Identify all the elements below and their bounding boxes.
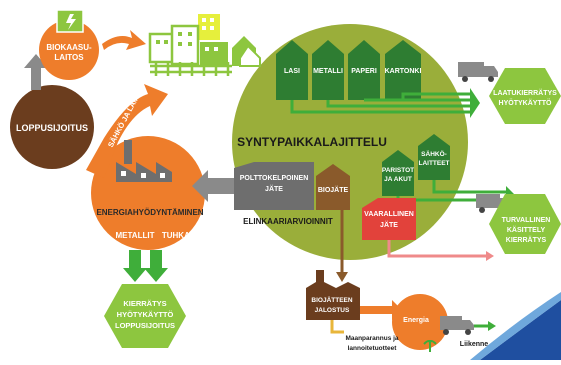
polttokelpoinen-house bbox=[234, 162, 314, 210]
metalli-house bbox=[312, 40, 344, 100]
kierratys-loppu-hexagon bbox=[104, 284, 186, 348]
elinkaari-label: ELINKAARIARVIOINNIT bbox=[243, 217, 333, 226]
lasi-house bbox=[276, 40, 308, 100]
arrow-tuhkat-down bbox=[144, 250, 168, 282]
kartonki-house bbox=[385, 40, 421, 100]
polttokelpoinen-label-1: POLTTOKELPOINEN bbox=[240, 175, 309, 182]
paristot-label-2: JA AKUT bbox=[384, 176, 412, 183]
laatukierratys-label-2: HYÖTYKÄYTTÖ bbox=[499, 98, 552, 107]
kierratys-loppu-label-3: LOPPUSIJOITUS bbox=[115, 321, 175, 330]
flow-line-vaarallinen bbox=[387, 240, 486, 258]
energia-label: Energia bbox=[403, 317, 429, 324]
biokaasulaitos-circle bbox=[39, 20, 99, 80]
biojatteen-label-1: BIOJÄTTEEN bbox=[311, 296, 352, 304]
biokaasu-building-icon bbox=[56, 9, 84, 33]
turvallinen-label-1: TURVALLINEN bbox=[502, 217, 551, 224]
biojatteen-factory bbox=[306, 270, 360, 320]
arrow-jalostus-to-energia bbox=[360, 300, 402, 320]
syntypaikka-label: SYNTYPAIKKALAJITTELU bbox=[237, 135, 387, 149]
paperi-label: PAPERI bbox=[351, 68, 377, 75]
arrow-vaarallinen-right bbox=[486, 251, 494, 261]
sahkolaitteet-house bbox=[418, 134, 450, 180]
paristot-label-1: PARISTOT bbox=[382, 167, 414, 174]
arrow-poltto-to-energy bbox=[192, 170, 234, 202]
truck-icon-top bbox=[458, 62, 498, 82]
biokaasulaitos-label-2: LAITOS bbox=[54, 53, 84, 62]
laatukierratys-label-1: LAATUKIERRÄTYS bbox=[493, 89, 557, 97]
kierratys-loppu-label-2: HYÖTYKÄYTTÖ bbox=[117, 310, 174, 319]
biokaasulaitos-label-1: BIOKAASU- bbox=[46, 43, 92, 52]
kartonki-label: KARTONKI bbox=[385, 68, 422, 75]
energia-circle bbox=[392, 294, 448, 350]
tuhkat-label: TUHKAT bbox=[162, 231, 194, 240]
turvallinen-label-2: KÄSITTELY bbox=[507, 226, 546, 234]
maanparannus-label-1: Maanparannus ja bbox=[345, 335, 398, 342]
kierratys-loppu-label-1: KIERRÄTYS bbox=[123, 299, 166, 308]
arrow-liikenne-head bbox=[488, 321, 496, 331]
biojatteen-label-2: JALOSTUS bbox=[315, 307, 350, 314]
biojate-house bbox=[316, 164, 350, 210]
liikenne-label: Liikenne bbox=[460, 341, 489, 348]
arrow-biokaasu-to-houses bbox=[102, 30, 146, 50]
turvallinen-hexagon bbox=[489, 194, 561, 254]
arrow-jalostus-to-maanparannus bbox=[330, 320, 344, 334]
loppusijoitus-label: LOPPUSIJOITUS bbox=[16, 123, 88, 133]
polttokelpoinen-label-2: JÄTE bbox=[265, 185, 283, 193]
turvallinen-label-3: KIERRÄTYS bbox=[506, 236, 547, 244]
sahkolaitteet-label-2: LAITTEET bbox=[418, 160, 449, 167]
arrow-biojate-down bbox=[336, 272, 348, 282]
power-plant-icon bbox=[116, 140, 172, 182]
arrow-metallit-down bbox=[123, 250, 147, 282]
corner-swoosh bbox=[480, 300, 561, 360]
maanparannus-label-2: lannoitetuotteet bbox=[348, 345, 398, 352]
vaarallinen-house bbox=[362, 198, 416, 240]
sahkolaitteet-label-1: SÄHKÖ- bbox=[421, 149, 447, 158]
arrow-to-laatukierratys bbox=[470, 88, 480, 118]
energiahyodyntaminen-label: ENERGIAHYÖDYNTÄMINEN bbox=[96, 208, 203, 217]
paristot-house bbox=[382, 150, 414, 196]
biojate-label: BIOJÄTE bbox=[318, 186, 349, 194]
paperi-house bbox=[348, 40, 380, 100]
plant-icon bbox=[423, 340, 437, 352]
corner-swoosh-accent bbox=[470, 292, 561, 360]
truck-icon-bottom bbox=[440, 316, 474, 335]
metallit-label: METALLIT bbox=[116, 231, 155, 240]
arrow-energy-to-town bbox=[86, 84, 168, 178]
sorting-houses bbox=[276, 40, 421, 100]
loppusijoitus-circle bbox=[10, 85, 94, 169]
metalli-label: METALLI bbox=[313, 68, 343, 75]
laatukierratys-hexagon bbox=[489, 68, 561, 124]
town-buildings-icon bbox=[148, 14, 261, 76]
lasi-label: LASI bbox=[284, 68, 300, 75]
vaarallinen-label-2: JÄTE bbox=[380, 221, 398, 229]
flow-lines-sorting bbox=[290, 92, 470, 114]
vaarallinen-label-1: VAARALLINEN bbox=[364, 211, 414, 218]
